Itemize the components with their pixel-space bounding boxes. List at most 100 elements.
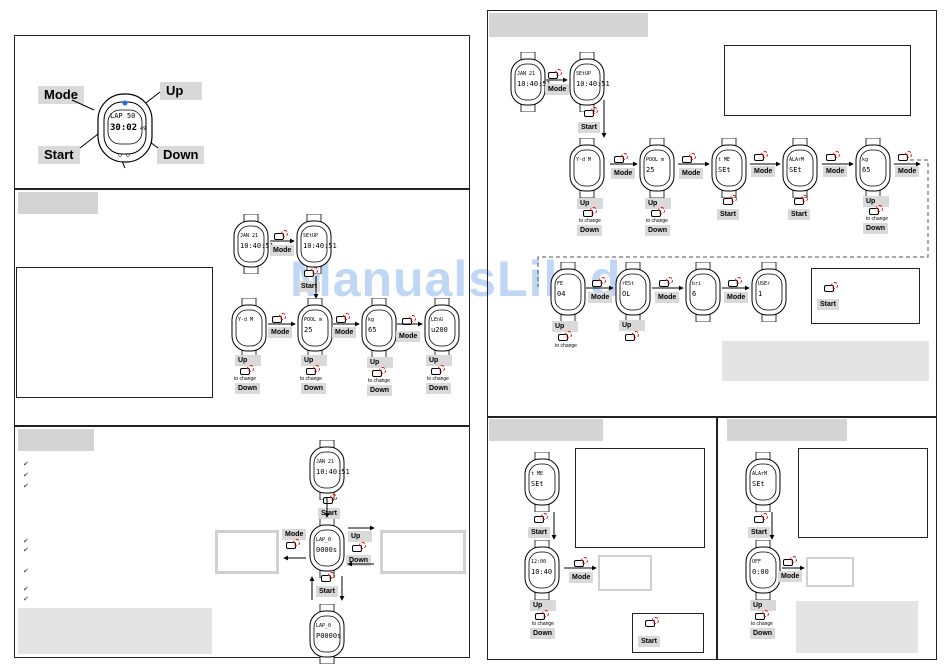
- label-mode: Mode: [270, 245, 295, 256]
- button-icon: [272, 313, 286, 323]
- button-icon: [548, 69, 562, 79]
- watch-outline: [524, 539, 560, 601]
- header-setup: [18, 192, 98, 214]
- button-icon: [898, 151, 912, 161]
- watch-screen-main: SEt: [752, 480, 765, 488]
- button-icon: [614, 153, 628, 163]
- button-icon: [723, 195, 737, 205]
- label-down: Down: [750, 628, 776, 639]
- panel-setup: [14, 188, 470, 426]
- label-to-change: to change: [751, 621, 773, 627]
- label-up: Up: [235, 355, 261, 366]
- gray-note-stopwatch: [18, 608, 212, 654]
- watch-screen-top: JAN 21: [517, 71, 536, 77]
- watch-screen-top: SEtUP: [576, 71, 592, 77]
- watch-screen-top: POOL m: [646, 157, 665, 163]
- label-down: Down: [157, 146, 205, 164]
- watch-screen-top: ALArM: [789, 157, 805, 163]
- watch-screen-main: 10:40:51: [517, 80, 551, 88]
- label-up: Up: [301, 355, 327, 366]
- watch-outline: [309, 603, 345, 665]
- watch-screen-main: 10:40: [531, 568, 553, 576]
- bullet: ✔: [23, 472, 29, 479]
- watch-screen: POOL m 25: [296, 297, 334, 359]
- label-mode: Mode: [751, 166, 776, 177]
- label-down: Down: [346, 555, 372, 566]
- watch-screen-top: POOL m: [304, 317, 323, 323]
- watch-outline: [550, 261, 586, 323]
- label-start: Start: [788, 209, 810, 220]
- watch-screen-main: SEt: [789, 166, 802, 174]
- button-icon: [352, 542, 366, 552]
- button-icon: [558, 331, 572, 341]
- watch-screen-main: 65: [368, 326, 377, 334]
- watch-screen-main: 25: [304, 326, 313, 334]
- label-start: Start: [817, 299, 839, 310]
- bullet: ✔: [23, 461, 29, 468]
- watch-screen-top: FE: [557, 281, 564, 287]
- button-icon: [651, 207, 665, 217]
- button-icon: [783, 556, 797, 566]
- button-icon: [794, 195, 808, 205]
- gray-note-alarm: [796, 601, 918, 653]
- label-start: Start: [316, 586, 338, 597]
- watch-screen-main: u200: [431, 326, 448, 334]
- lcd-main: 30:02: [110, 123, 138, 133]
- watch-outline: [751, 261, 787, 323]
- watch-screen: ALArM SEt: [744, 451, 782, 513]
- watch-screen-main: 1: [758, 290, 763, 298]
- watch-screen: USEr 1: [750, 261, 788, 323]
- label-up: Up: [619, 320, 645, 331]
- watch-outline: [231, 297, 267, 359]
- note-box-start: [811, 268, 920, 324]
- label-to-change: to change: [234, 376, 256, 382]
- label-mode: Mode: [268, 327, 293, 338]
- label-down: Down: [863, 223, 889, 234]
- watch-screen-top: ALArM: [752, 471, 768, 477]
- side-box-right: [380, 530, 466, 574]
- watch-screen-top: JAN 21: [316, 459, 335, 465]
- label-to-change: to change: [427, 376, 449, 382]
- label-up: Up: [552, 321, 578, 332]
- watch-outline: [855, 137, 891, 199]
- label-mode: Mode: [778, 571, 803, 582]
- label-down: Down: [235, 383, 261, 394]
- button-icon: [274, 230, 288, 240]
- watch-screen-top: OFF: [752, 559, 762, 565]
- button-icon: [869, 205, 883, 215]
- label-mode: Mode: [679, 168, 704, 179]
- watch-screen-top: SEtUP: [303, 233, 319, 239]
- watch-screen-top: t ME: [531, 471, 544, 477]
- value-box-time: [598, 555, 652, 591]
- button-icon: [372, 367, 386, 377]
- watch-screen-top: USEr: [758, 281, 771, 287]
- bullet: ✔: [23, 483, 29, 490]
- label-down: Down: [426, 383, 452, 394]
- watch-screen-top: t ME: [718, 157, 731, 163]
- label-down: Down: [530, 628, 556, 639]
- watch-screen-top: bri: [692, 281, 702, 287]
- bullet: ✔: [23, 547, 29, 554]
- label-start: Start: [717, 209, 739, 220]
- header-alarm: [727, 419, 847, 441]
- value-box-alarm: [806, 557, 854, 587]
- button-icon: [323, 494, 337, 504]
- watch-outline: [685, 261, 721, 323]
- button-icon: [682, 153, 696, 163]
- label-mode: Mode: [611, 168, 636, 179]
- label-to-change: to change: [866, 216, 888, 222]
- label-down: Down: [367, 385, 393, 396]
- header-stopwatch: [18, 429, 94, 451]
- watch-outline: [510, 51, 546, 113]
- watch-screen: JAN 21 10:40:51: [509, 51, 551, 113]
- bullet: ✔: [23, 568, 29, 575]
- watch-outline: [309, 517, 345, 579]
